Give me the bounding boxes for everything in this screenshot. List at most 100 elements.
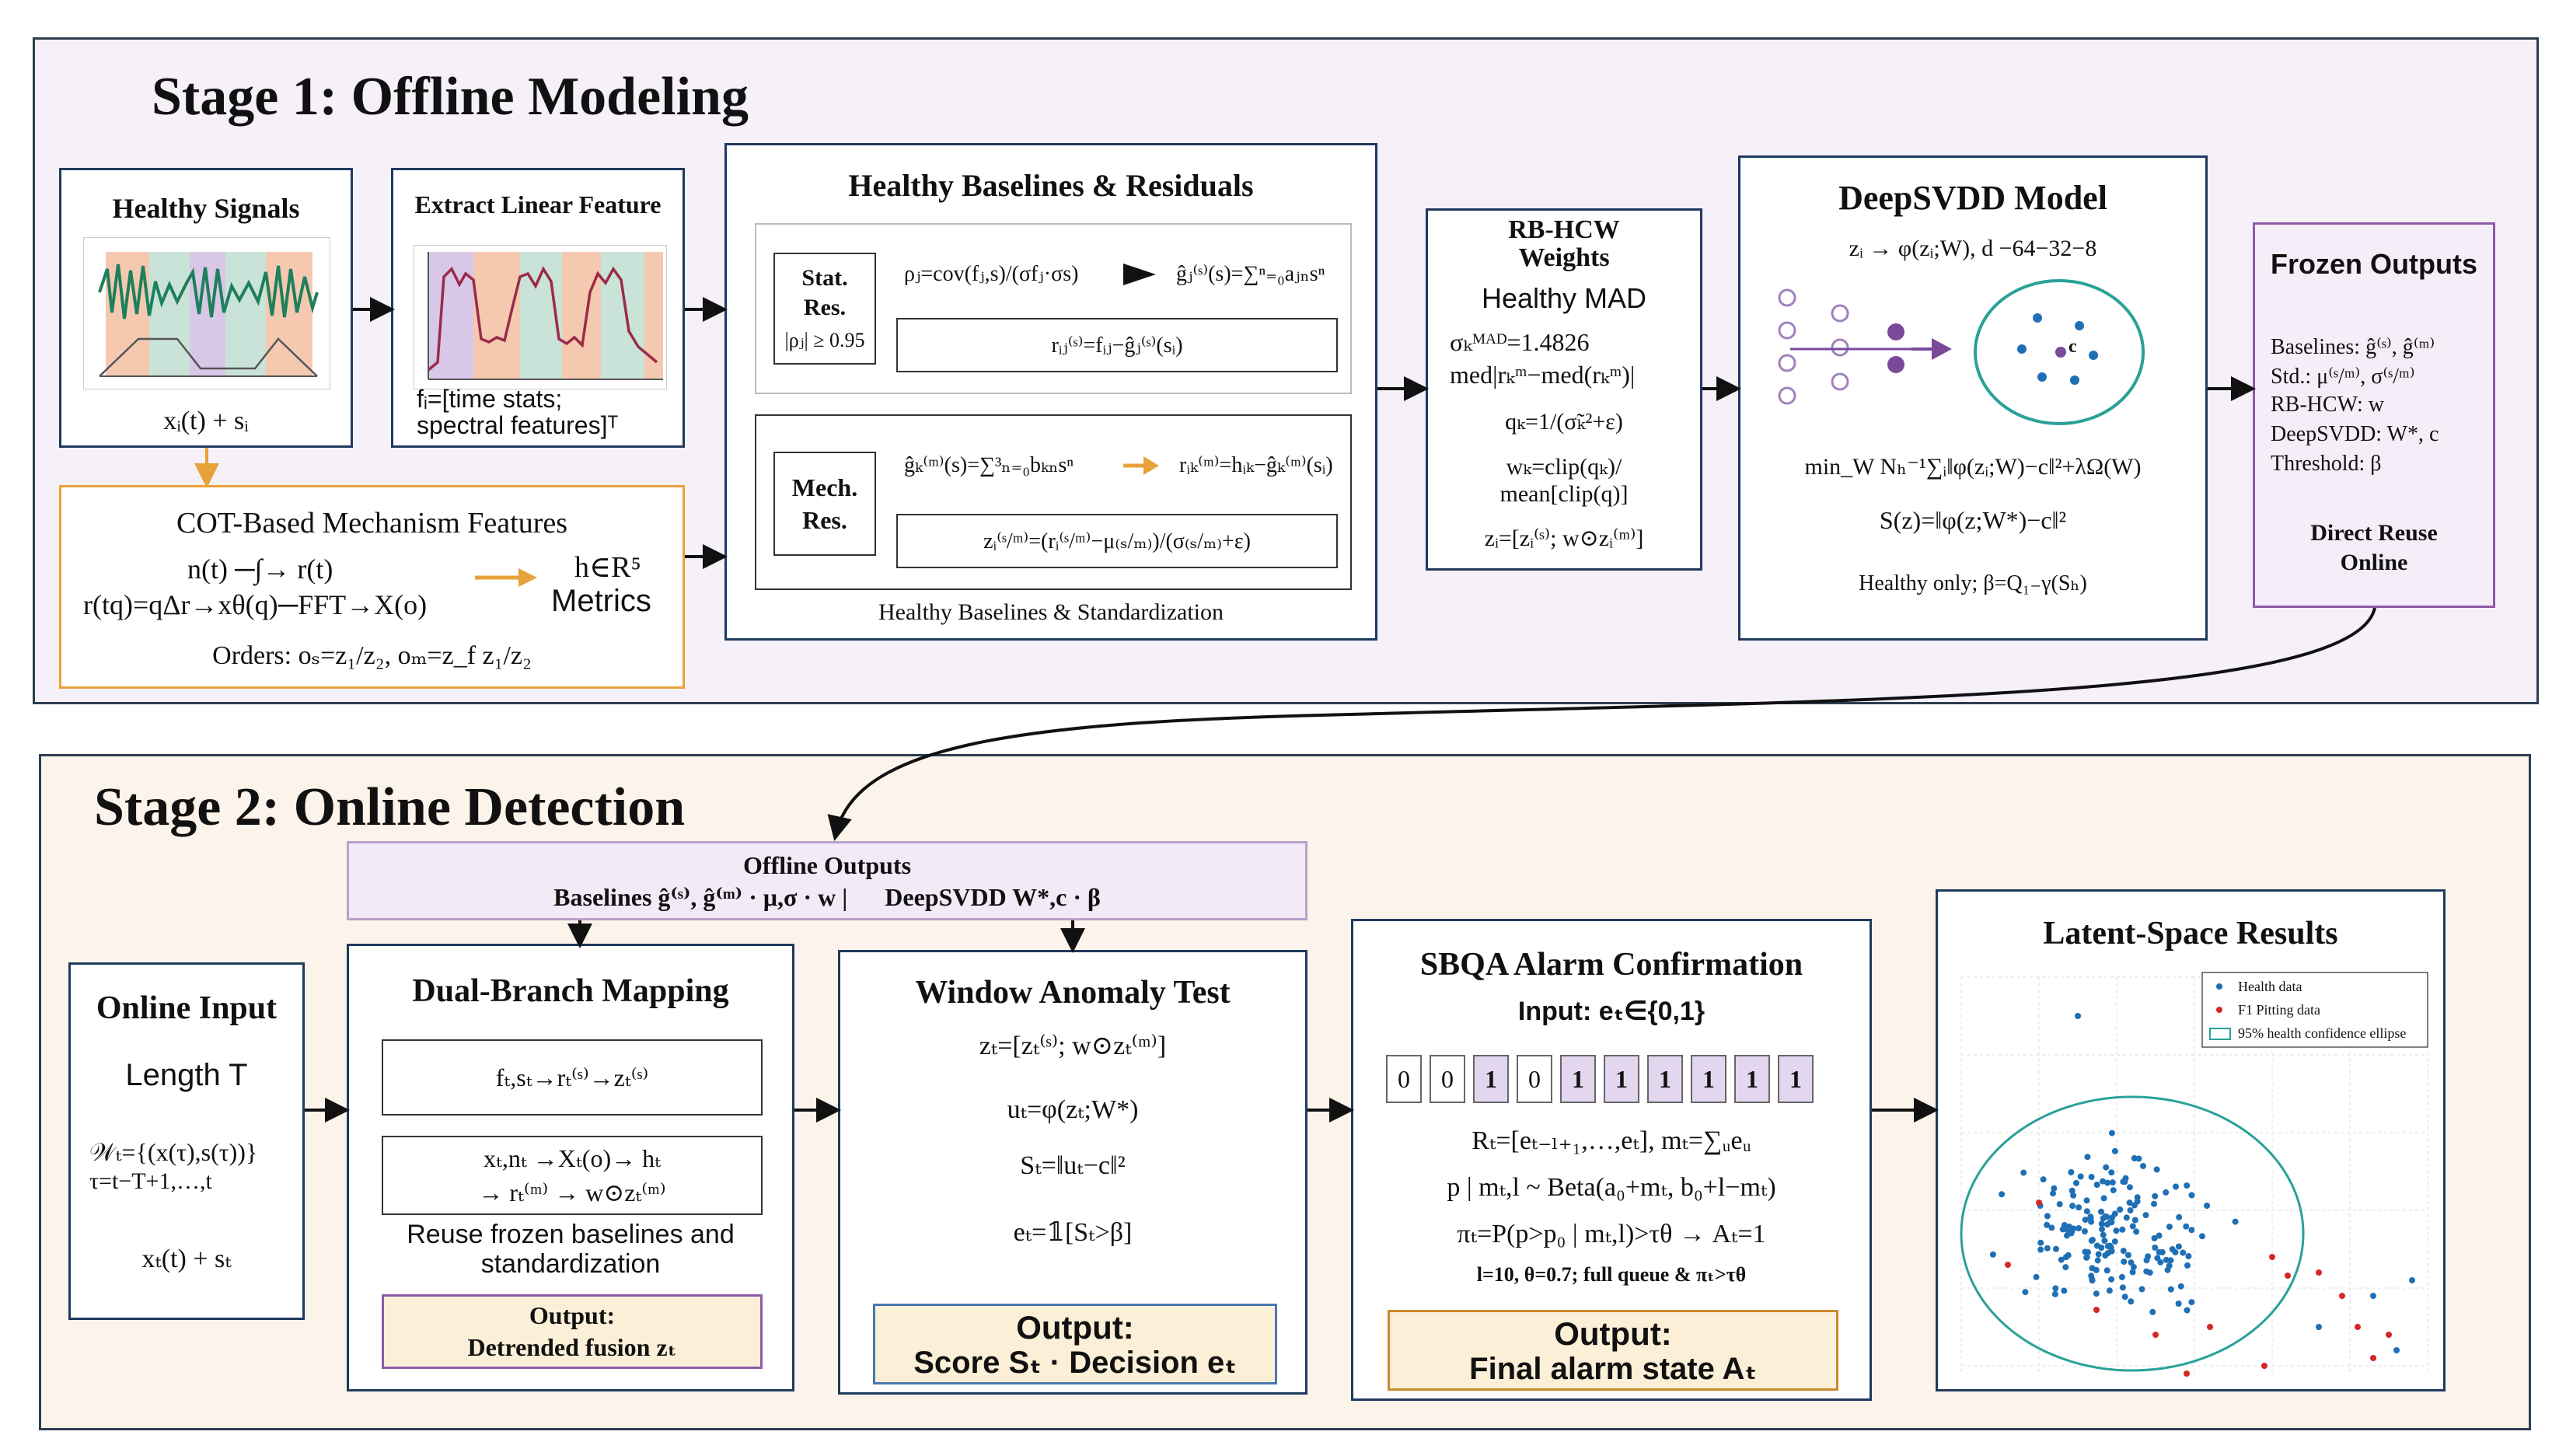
fault-point bbox=[2036, 1199, 2042, 1206]
frozen-reuse-2: Online bbox=[2340, 550, 2408, 575]
health-point bbox=[2069, 1228, 2076, 1234]
health-point bbox=[2154, 1255, 2161, 1262]
fault-point bbox=[2386, 1332, 2392, 1338]
health-point bbox=[2156, 1232, 2163, 1239]
health-point bbox=[2100, 1195, 2107, 1202]
sbqa-queue-cell: 1 bbox=[1647, 1055, 1683, 1103]
healthy-signals-box: Healthy Signals xᵢ(t) + sᵢ bbox=[59, 168, 353, 448]
health-point bbox=[2172, 1248, 2179, 1255]
window-test-output-label: Output: bbox=[1016, 1309, 1134, 1346]
rbhcw-l2: med|rₖᵐ−med(rₖᵐ)| bbox=[1450, 361, 1636, 389]
dual-branch-mech: xₜ,nₜ →Xₜ(o)→ hₜ → rₜ⁽ᵐ⁾ → w⊙zₜ⁽ᵐ⁾ bbox=[382, 1136, 763, 1215]
deepsvdd-center-label: c bbox=[2069, 337, 2077, 357]
health-point bbox=[2108, 1130, 2115, 1137]
health-point bbox=[2140, 1163, 2146, 1169]
health-point bbox=[2058, 1256, 2065, 1263]
mech-eq1: ĝₖ⁽ᵐ⁾(s)=∑³ₙ₌₀bₖₙsⁿ bbox=[904, 453, 1074, 477]
health-point bbox=[2135, 1155, 2142, 1162]
healthy-signals-formula: xᵢ(t) + sᵢ bbox=[163, 407, 249, 435]
offline-outputs-title: Offline Outputs bbox=[742, 851, 912, 879]
health-point bbox=[2094, 1257, 2101, 1264]
stat-residual-panel: Stat. Res. |ρⱼ| ≥ 0.95 ρⱼ=cov(fⱼ,s)/(σfⱼ… bbox=[755, 223, 1352, 394]
health-point bbox=[2103, 1164, 2110, 1171]
fault-point bbox=[2339, 1293, 2345, 1299]
health-point bbox=[2175, 1243, 2182, 1250]
health-point bbox=[2087, 1214, 2094, 1221]
health-point bbox=[2121, 1259, 2128, 1265]
health-point bbox=[2199, 1233, 2205, 1240]
sbqa-l4: l=10, θ=0.7; full queue & πₜ>τθ bbox=[1476, 1263, 1747, 1286]
sbqa-input: Input: eₜ∈{0,1} bbox=[1517, 997, 1705, 1026]
health-point bbox=[2051, 1185, 2058, 1192]
frozen-item-3: RB-HCW: w bbox=[2271, 393, 2384, 417]
online-input-length: Length T bbox=[125, 1058, 248, 1092]
health-point bbox=[2124, 1252, 2131, 1259]
fault-point bbox=[2269, 1254, 2275, 1260]
health-point bbox=[2409, 1277, 2415, 1283]
health-point bbox=[2076, 1204, 2082, 1211]
health-point bbox=[2044, 1213, 2051, 1220]
rbhcw-l4: wₖ=clip(qₖ)/ bbox=[1506, 454, 1622, 480]
health-point bbox=[2103, 1267, 2110, 1274]
health-point bbox=[2117, 1206, 2124, 1213]
health-point bbox=[2232, 1218, 2239, 1225]
health-point bbox=[2081, 1228, 2088, 1234]
health-point bbox=[2185, 1253, 2192, 1259]
extract-feature-title: Extract Linear Feature bbox=[414, 190, 662, 218]
health-point bbox=[2033, 1273, 2040, 1280]
health-point bbox=[2156, 1248, 2163, 1255]
cot-title: COT-Based Mechanism Features bbox=[176, 507, 568, 539]
rbhcw-l5: mean[clip(q)] bbox=[1499, 481, 1629, 507]
health-point bbox=[2020, 1169, 2027, 1176]
feature-vector-line2: spectral features]ᵀ bbox=[417, 411, 619, 439]
health-point bbox=[2120, 1248, 2127, 1255]
health-point bbox=[2316, 1324, 2322, 1330]
frozen-item-5: Threshold: β bbox=[2271, 452, 2382, 476]
baselines-footer: Healthy Baselines & Standardization bbox=[878, 599, 1224, 625]
health-point bbox=[2065, 1252, 2072, 1259]
sbqa-output: Output: Final alarm state Aₜ bbox=[1388, 1310, 1838, 1391]
stat-eq1: ρⱼ=cov(fⱼ,s)/(σfⱼ·σs) bbox=[904, 262, 1079, 286]
health-point bbox=[2121, 1294, 2128, 1301]
health-point bbox=[2098, 1208, 2104, 1215]
frozen-reuse-1: Direct Reuse bbox=[2310, 520, 2438, 546]
orange-arrow-icon bbox=[475, 568, 537, 587]
frozen-title: Frozen Outputs bbox=[2271, 248, 2477, 280]
health-point bbox=[2068, 1169, 2075, 1175]
signal-thumbnail bbox=[83, 237, 330, 389]
health-point bbox=[2119, 1226, 2126, 1233]
feature-curve-icon bbox=[427, 252, 663, 380]
sbqa-queue-cell: 1 bbox=[1691, 1055, 1726, 1103]
health-point bbox=[2083, 1254, 2090, 1261]
health-point bbox=[2142, 1212, 2149, 1219]
health-point bbox=[2133, 1228, 2140, 1235]
deepsvdd-threshold: Healthy only; β=Q₁₋γ(Sₕ) bbox=[1859, 571, 2087, 595]
health-point bbox=[2107, 1219, 2114, 1226]
sbqa-title: SBQA Alarm Confirmation bbox=[1419, 947, 1803, 983]
health-point bbox=[2088, 1273, 2095, 1280]
health-point bbox=[2152, 1244, 2159, 1251]
health-point bbox=[2093, 1290, 2100, 1297]
health-point bbox=[2167, 1286, 2174, 1293]
health-point bbox=[2119, 1284, 2126, 1291]
health-point bbox=[2083, 1197, 2090, 1204]
deepsvdd-title: DeepSVDD Model bbox=[1838, 179, 2107, 217]
sbqa-output-value: Final alarm state Aₜ bbox=[1469, 1352, 1757, 1386]
health-point bbox=[2075, 1013, 2081, 1019]
health-point bbox=[2106, 1287, 2113, 1294]
health-point bbox=[2128, 1259, 2135, 1266]
cot-line2: r(tq)=qΔr→xθ(q)─FFT→X(o) bbox=[83, 589, 428, 620]
health-point bbox=[2095, 1251, 2102, 1258]
deepsvdd-arch: zᵢ → φ(zᵢ;W), d −64−32−8 bbox=[1849, 236, 2097, 261]
black-arrow-icon bbox=[1123, 264, 1156, 285]
health-point bbox=[2107, 1245, 2114, 1252]
health-point bbox=[2146, 1269, 2153, 1276]
health-point bbox=[1989, 1251, 1996, 1258]
health-point bbox=[2109, 1179, 2116, 1186]
health-point bbox=[2129, 1269, 2136, 1276]
health-point bbox=[2069, 1203, 2076, 1210]
health-point bbox=[2184, 1182, 2191, 1189]
health-point bbox=[2153, 1166, 2160, 1173]
window-test-l2: uₜ=φ(zₜ;W*) bbox=[1007, 1095, 1139, 1124]
